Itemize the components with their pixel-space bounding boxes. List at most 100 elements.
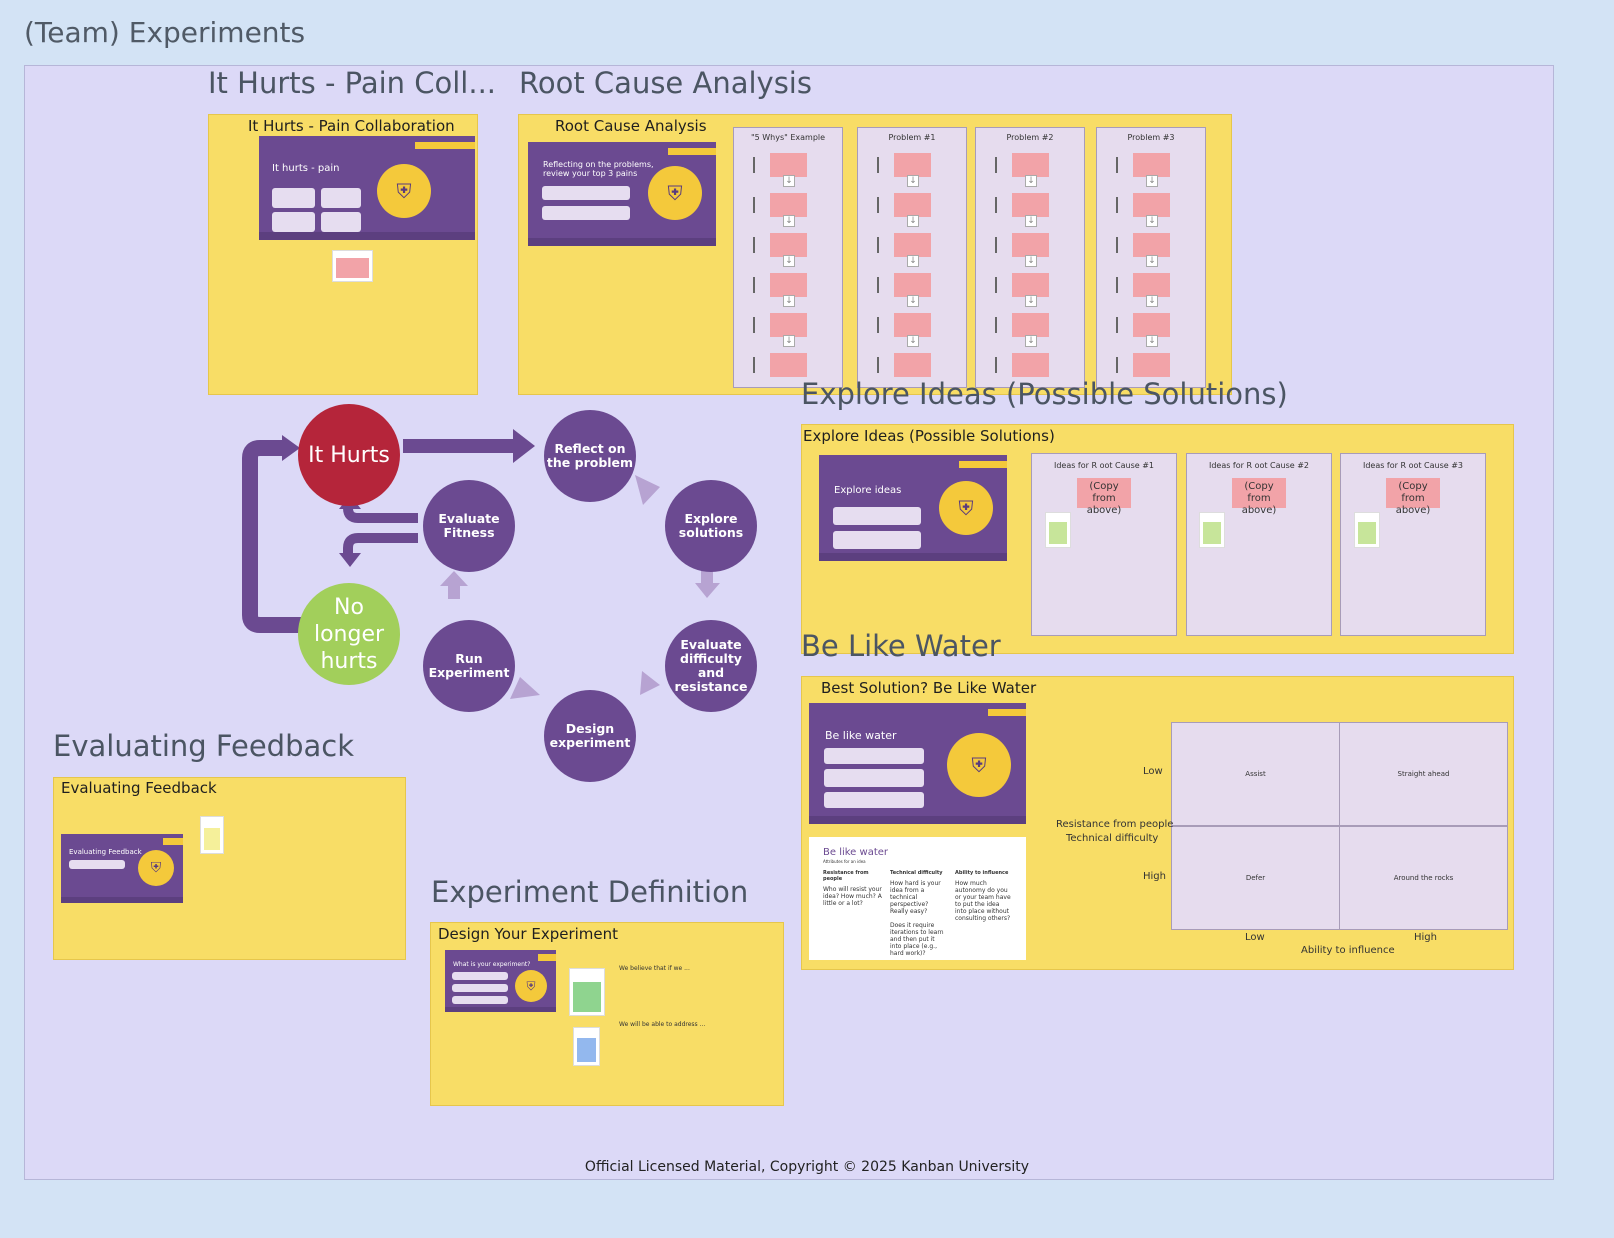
run-experiment-step[interactable]: Run Experiment [423, 620, 515, 712]
why-sticky[interactable] [894, 233, 931, 257]
it-hurts-slide[interactable]: It hurts - pain ⛨ [259, 136, 475, 240]
why-sticky[interactable] [1133, 273, 1170, 297]
sticky-note-card[interactable] [1354, 512, 1380, 548]
reflect-step[interactable]: Reflect on the problem [544, 410, 636, 502]
slide-box [272, 188, 315, 208]
it-hurts-circle[interactable]: It Hurts [298, 404, 400, 506]
sticky-note-card[interactable] [332, 250, 373, 282]
why-sticky[interactable] [1012, 233, 1049, 257]
team-icon: ⛨ [515, 970, 547, 1002]
why-sticky[interactable] [1133, 313, 1170, 337]
doc-subtitle: Attributes for an idea [823, 859, 866, 864]
doc-col-head: Technical difficulty [889, 870, 943, 876]
matrix-x-label: Ability to influence [1301, 945, 1395, 956]
why-sticky[interactable] [770, 153, 807, 177]
why-marker [995, 317, 997, 333]
copy-sticky[interactable]: (Copy from above) [1386, 478, 1440, 516]
why-marker [877, 277, 879, 293]
slide-footer [819, 553, 1007, 561]
why-sticky[interactable] [1012, 193, 1049, 217]
evaluating-slide[interactable]: Evaluating Feedback ⛨ [61, 834, 183, 903]
matrix-cell-straight[interactable]: Straight ahead [1339, 722, 1508, 826]
explore-step[interactable]: Explore solutions [665, 480, 757, 572]
experiment-section-title[interactable]: Experiment Definition [431, 875, 749, 909]
why-sticky[interactable] [1133, 153, 1170, 177]
note-address: We will be able to address ... [619, 1021, 706, 1028]
slide-box [452, 972, 508, 980]
matrix-y-high: High [1143, 871, 1166, 882]
slide-footer [61, 897, 183, 903]
root-cause-section-title[interactable]: Root Cause Analysis [519, 66, 812, 100]
why-sticky[interactable] [894, 353, 931, 377]
down-arrow-icon: ↓ [1025, 295, 1037, 307]
matrix-cell-assist[interactable]: Assist [1171, 722, 1340, 826]
why-sticky[interactable] [1133, 353, 1170, 377]
experiment-frame-title: Design Your Experiment [438, 925, 619, 943]
team-icon: ⛨ [648, 166, 702, 220]
why-sticky[interactable] [1012, 153, 1049, 177]
no-longer-hurts-circle[interactable]: No longer hurts [298, 583, 400, 685]
evaluating-section-title[interactable]: Evaluating Feedback [53, 729, 355, 763]
slide-box [542, 206, 630, 220]
matrix-x-low: Low [1245, 932, 1265, 943]
down-arrow-icon: ↓ [907, 175, 919, 187]
why-sticky[interactable] [770, 233, 807, 257]
sticky-note-card[interactable] [1045, 512, 1071, 548]
evaluate-difficulty-step[interactable]: Evaluate difficulty and resistance [665, 620, 757, 712]
team-icon: ⛨ [947, 733, 1011, 797]
panel-title: Problem #3 [1127, 133, 1175, 142]
loop-arrow-head [282, 435, 300, 461]
time-badge [415, 142, 475, 149]
why-sticky[interactable] [1012, 313, 1049, 337]
why-sticky[interactable] [894, 153, 931, 177]
sticky-note-card[interactable] [200, 816, 224, 854]
cycle-arrow [448, 585, 460, 599]
why-marker [1116, 317, 1118, 333]
team-icon: ⛨ [138, 850, 174, 886]
water-slide[interactable]: Be like water ⛨ [809, 703, 1026, 824]
matrix-x-high: High [1414, 932, 1437, 943]
it-hurts-section-title[interactable]: It Hurts - Pain Coll... [208, 66, 497, 100]
sticky-note-card[interactable] [1199, 512, 1225, 548]
slide-box [321, 188, 361, 208]
why-sticky[interactable] [770, 353, 807, 377]
explore-slide[interactable]: Explore ideas ⛨ [819, 455, 1007, 561]
slide-title: What is your experiment? [453, 961, 531, 968]
slide-box [833, 531, 921, 549]
cycle-arrow [635, 475, 660, 505]
experiment-frame[interactable] [430, 922, 784, 1106]
cycle-arrow [640, 671, 660, 695]
root-cause-slide[interactable]: Reflecting on the problems, review your … [528, 142, 716, 246]
why-sticky[interactable] [894, 193, 931, 217]
why-marker [1116, 197, 1118, 213]
why-sticky[interactable] [770, 193, 807, 217]
why-sticky[interactable] [1012, 273, 1049, 297]
why-sticky[interactable] [1133, 233, 1170, 257]
matrix-cell-rocks[interactable]: Around the rocks [1339, 826, 1508, 930]
why-marker [753, 277, 755, 293]
design-experiment-step[interactable]: Design experiment [544, 690, 636, 782]
experiment-slide[interactable]: What is your experiment? ⛨ [445, 950, 556, 1012]
loop-arrow [242, 440, 302, 633]
time-badge [988, 709, 1026, 716]
water-document[interactable]: Be like water Attributes for an idea Res… [809, 837, 1026, 960]
why-sticky[interactable] [1012, 353, 1049, 377]
down-arrow-icon: ↓ [783, 335, 795, 347]
why-sticky[interactable] [894, 273, 931, 297]
copy-sticky[interactable]: (Copy from above) [1232, 478, 1286, 516]
water-section-title[interactable]: Be Like Water [801, 629, 1001, 663]
why-sticky[interactable] [894, 313, 931, 337]
down-arrow-icon: ↓ [1146, 335, 1158, 347]
matrix-cell-defer[interactable]: Defer [1171, 826, 1340, 930]
why-sticky[interactable] [770, 313, 807, 337]
evaluate-fitness-step[interactable]: Evaluate Fitness [423, 480, 515, 572]
sticky-note-card[interactable] [573, 1027, 600, 1066]
explore-section-title[interactable]: Explore Ideas (Possible Solutions) [801, 377, 1288, 411]
copy-sticky[interactable]: (Copy from above) [1077, 478, 1131, 516]
matrix-y-low: Low [1143, 766, 1163, 777]
why-sticky[interactable] [1133, 193, 1170, 217]
down-arrow-icon: ↓ [1025, 335, 1037, 347]
sticky-note-card[interactable] [569, 968, 605, 1016]
why-sticky[interactable] [770, 273, 807, 297]
down-arrow-icon: ↓ [1025, 255, 1037, 267]
